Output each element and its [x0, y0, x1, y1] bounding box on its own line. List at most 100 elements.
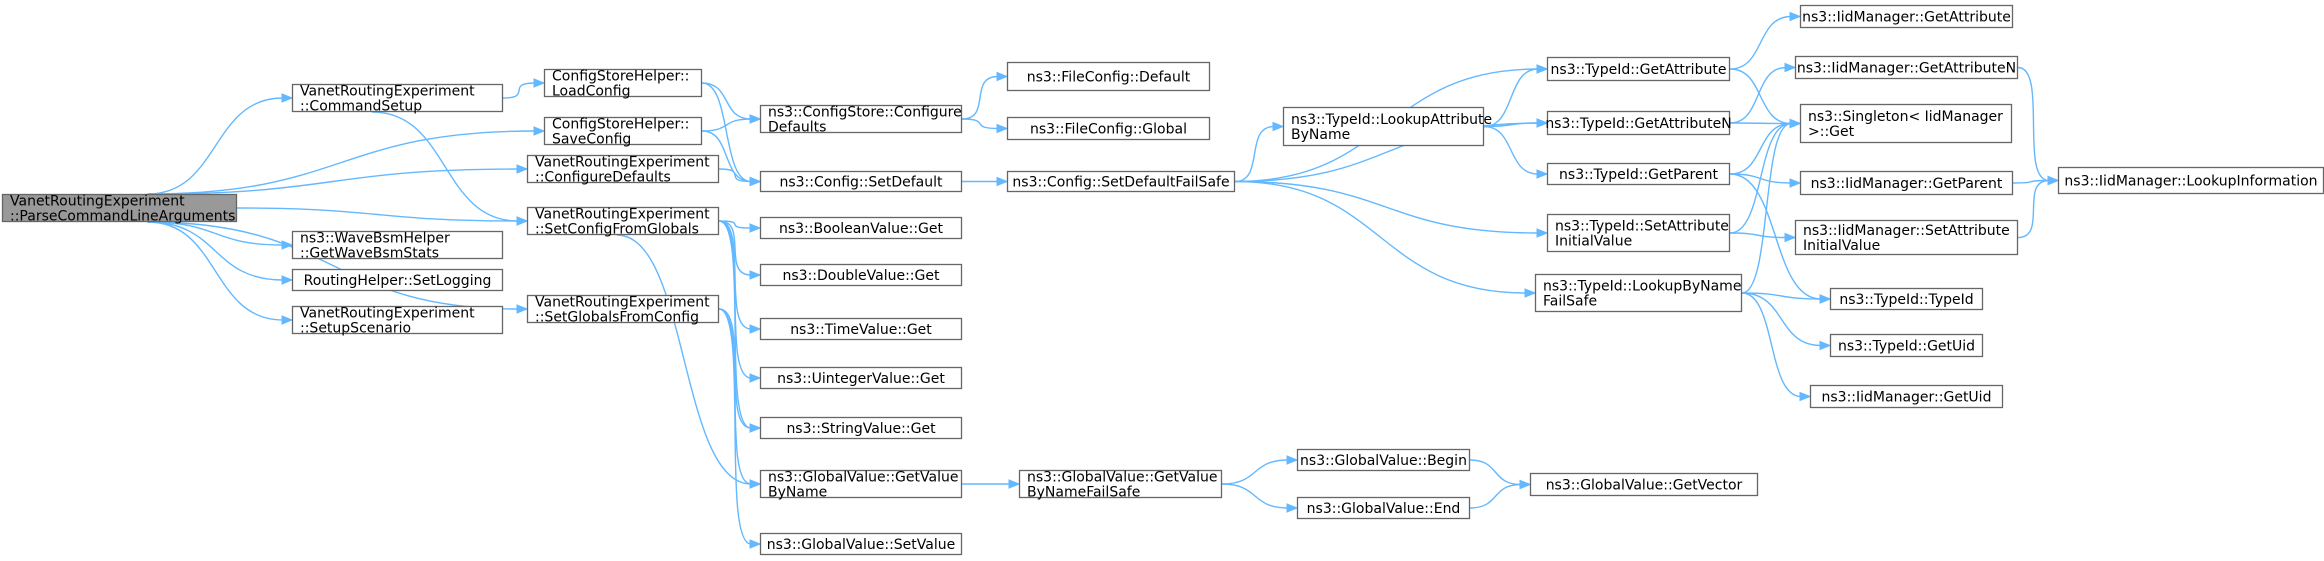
arrowhead [996, 176, 1009, 187]
node-label: ::SetupScenario [300, 321, 411, 337]
edge-savecfg-cscfgdefaults [701, 118, 752, 132]
node-iidlookupinfo[interactable]: ns3::IidManager::LookupInformation [2057, 166, 2324, 195]
node-cfgdefaults[interactable]: VanetRoutingExperiment::ConfigureDefault… [526, 155, 720, 186]
call-nodes: VanetRoutingExperiment::ParseCommandLine… [1, 4, 2324, 556]
node-label: ns3::FileConfig::Default [1027, 70, 1191, 86]
node-tidgetuid[interactable]: ns3::TypeId::GetUid [1829, 333, 1984, 358]
edge-setdefaultfs-tidsetattr [1234, 180, 1539, 234]
node-setdefaultfs[interactable]: ns3::Config::SetDefaultFailSafe [1006, 170, 1236, 193]
arrowhead [533, 78, 546, 88]
node-cscfgdefaults[interactable]: ns3::ConfigStore::ConfigureDefaults [759, 104, 963, 136]
node-label: ns3::IidManager::GetAttribute [1802, 10, 2011, 26]
edge-lookupattr-tidgetattr [1483, 68, 1539, 128]
node-box [759, 216, 963, 240]
node-gvsetvalue[interactable]: ns3::GlobalValue::SetValue [759, 532, 963, 556]
node-singleton[interactable]: ns3::Singleton< IidManager>::Get [1799, 103, 2013, 144]
node-boolget[interactable]: ns3::BooleanValue::Get [759, 216, 963, 240]
node-getwavestats[interactable]: ns3::WaveBsmHelper::GetWaveBsmStats [291, 230, 504, 262]
node-box [759, 104, 963, 134]
arrowhead [749, 176, 762, 187]
node-label: ns3::TypeId::SetAttribute [1555, 219, 1729, 235]
node-strget[interactable]: ns3::StringValue::Get [759, 416, 963, 440]
arrowhead [1784, 62, 1797, 73]
node-label: VanetRoutingExperiment [535, 295, 710, 311]
node-label: VanetRoutingExperiment [10, 194, 185, 210]
edge-tidlookupfs-iidgetuid [1741, 292, 1802, 398]
node-fcdefault[interactable]: ns3::FileConfig::Default [1006, 61, 1211, 92]
node-label: ::SetConfigFromGlobals [535, 222, 699, 238]
node-box [291, 230, 504, 260]
node-uintget[interactable]: ns3::UintegerValue::Get [759, 366, 963, 390]
node-iidgetattr[interactable]: ns3::IidManager::GetAttribute [1799, 4, 2014, 29]
arrowhead [281, 93, 294, 103]
node-box [1809, 384, 2004, 409]
edge-root-cmdsetup [147, 97, 284, 195]
node-timeget[interactable]: ns3::TimeValue::Get [759, 317, 963, 341]
node-loadcfg[interactable]: ConfigStoreHelper::LoadConfig [543, 69, 703, 100]
node-label: ns3::TypeId::GetAttribute [1551, 62, 1727, 78]
node-setlogging[interactable]: RoutingHelper::SetLogging [291, 268, 504, 292]
arrowhead [1272, 121, 1285, 132]
node-box [759, 263, 963, 287]
node-setupscenario[interactable]: VanetRoutingExperiment::SetupScenario [291, 306, 504, 337]
edge-cmdsetup-setcfgglobals [371, 111, 519, 222]
node-tidtypeid[interactable]: ns3::TypeId::TypeId [1829, 287, 1984, 311]
node-setcfgglobals[interactable]: VanetRoutingExperiment::SetConfigFromGlo… [526, 206, 720, 238]
node-box [1794, 55, 2019, 80]
node-label: ::SetGlobalsFromConfig [535, 310, 699, 326]
edge-setcfgglobals-boolget [718, 220, 752, 229]
edge-setcfgglobals-gvgetbyname [616, 234, 752, 485]
node-label: ns3::IidManager::GetParent [1811, 176, 2003, 192]
node-doubleget[interactable]: ns3::DoubleValue::Get [759, 263, 963, 287]
node-label: ns3::GlobalValue::End [1307, 501, 1461, 517]
node-iidgetattrn[interactable]: ns3::IidManager::GetAttributeN [1794, 55, 2019, 80]
edge-tidgetattrn-singleton [1729, 122, 1792, 125]
node-gvend[interactable]: ns3::GlobalValue::End [1296, 496, 1471, 520]
node-tidgetparent[interactable]: ns3::TypeId::GetParent [1546, 162, 1731, 186]
node-iidgetuid[interactable]: ns3::IidManager::GetUid [1809, 384, 2004, 409]
arrowhead [1286, 455, 1299, 465]
edge-lookupattr-tidgetattrn [1483, 122, 1539, 128]
node-iidsetattr[interactable]: ns3::IidManager::SetAttributeInitialValu… [1794, 219, 2019, 256]
node-box [1, 193, 238, 223]
node-label: ns3::IidManager::SetAttribute [1803, 223, 2010, 239]
node-tidgetattrn[interactable]: ns3::TypeId::GetAttributeN [1545, 110, 1732, 136]
edge-tidlookupfs-singleton [1741, 122, 1792, 294]
arrowhead [749, 223, 762, 233]
node-box [759, 532, 963, 556]
node-box [1829, 333, 1984, 358]
node-box [526, 206, 720, 236]
edge-root-cfgdefaults [147, 168, 519, 195]
edge-loadcfg-configsetdefault [701, 82, 752, 183]
arrowhead [1519, 479, 1532, 490]
edge-tidsetattr-singleton [1729, 122, 1792, 234]
node-gvgetvector[interactable]: ns3::GlobalValue::GetVector [1529, 472, 1759, 497]
arrowhead [1536, 169, 1549, 179]
node-fcglobal[interactable]: ns3::FileConfig::Global [1006, 116, 1211, 141]
node-box [1296, 496, 1471, 520]
arrowhead [1789, 118, 1802, 129]
node-label: ns3::GlobalValue::GetValue [768, 470, 958, 486]
node-iidgetparent[interactable]: ns3::IidManager::GetParent [1799, 170, 2014, 196]
node-tidgetattr[interactable]: ns3::TypeId::GetAttribute [1546, 56, 1731, 82]
node-configsetdefault[interactable]: ns3::Config::SetDefault [759, 170, 963, 193]
node-gvbegin[interactable]: ns3::GlobalValue::Begin [1296, 448, 1471, 472]
node-root[interactable]: VanetRoutingExperiment::ParseCommandLine… [1, 193, 238, 225]
node-box [1794, 219, 2019, 256]
node-setglobalscfg[interactable]: VanetRoutingExperiment::SetGlobalsFromCo… [526, 295, 720, 326]
node-box [291, 83, 504, 113]
edge-setcfgglobals-strget [718, 220, 752, 429]
arrowhead [749, 479, 762, 489]
arrowhead [1008, 479, 1021, 489]
node-savecfg[interactable]: ConfigStoreHelper::SaveConfig [543, 117, 703, 148]
node-cmdsetup[interactable]: VanetRoutingExperiment::CommandSetup [291, 83, 504, 115]
arrowhead [1524, 288, 1537, 298]
node-label: ns3::BooleanValue::Get [779, 221, 944, 237]
node-label: ns3::TypeId::GetParent [1559, 167, 1718, 183]
